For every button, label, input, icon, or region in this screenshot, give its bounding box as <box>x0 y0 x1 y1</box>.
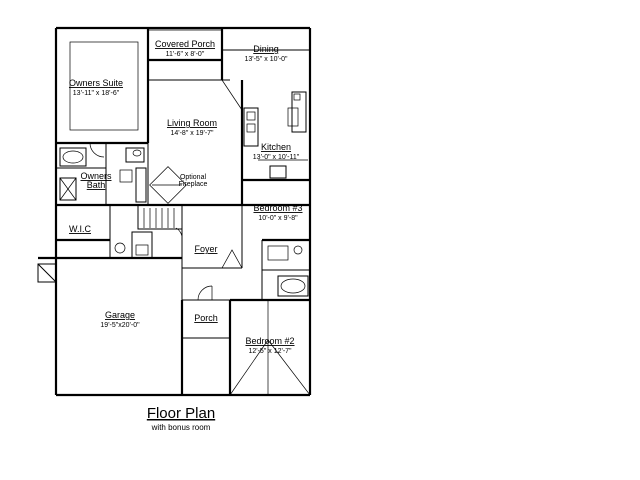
room-garage: Garage 19'-5"x20'-0" <box>100 310 140 329</box>
room-foyer: Foyer <box>194 244 217 254</box>
svg-text:14'-8" x 19'-7": 14'-8" x 19'-7" <box>170 130 214 137</box>
room-dining: Dining 13'-5" x 10'-0" <box>244 44 288 63</box>
room-kitchen: Kitchen 13'-0" x 10'-11" <box>253 142 300 161</box>
room-porch: Porch <box>194 313 218 323</box>
svg-text:13'-5" x 10'-0": 13'-5" x 10'-0" <box>244 56 288 63</box>
svg-text:Owners: Owners <box>80 171 112 181</box>
room-wic: W.I.C <box>69 224 91 234</box>
svg-text:Covered Porch: Covered Porch <box>155 39 215 49</box>
svg-text:Dining: Dining <box>253 44 279 54</box>
svg-text:19'-5"x20'-0": 19'-5"x20'-0" <box>100 322 140 329</box>
optional-fireplace-label: Optional Fireplace <box>179 174 208 188</box>
svg-text:Bedroom #2: Bedroom #2 <box>245 336 294 346</box>
svg-text:Owners Suite: Owners Suite <box>69 78 123 88</box>
svg-text:Bath: Bath <box>87 180 106 190</box>
svg-text:Optional: Optional <box>180 174 207 181</box>
interior-walls <box>56 28 310 395</box>
room-living-room: Living Room 14'-8" x 19'-7" <box>167 118 217 137</box>
room-covered-porch: Covered Porch 11'-6" x 8'-0" <box>155 39 215 58</box>
svg-text:W.I.C: W.I.C <box>69 224 91 234</box>
svg-text:Kitchen: Kitchen <box>261 142 291 152</box>
svg-text:Bedroom #3: Bedroom #3 <box>253 203 302 213</box>
room-owners-bath: Owners Bath <box>80 171 112 190</box>
svg-text:Fireplace: Fireplace <box>179 181 208 188</box>
svg-text:12'-5" x 12'-7": 12'-5" x 12'-7" <box>248 348 292 355</box>
svg-text:13'-0" x 10'-11": 13'-0" x 10'-11" <box>253 154 300 161</box>
plan-title: Floor Plan <box>147 405 215 422</box>
svg-text:13'-11" x 18'-6": 13'-11" x 18'-6" <box>73 90 120 97</box>
room-owners-suite: Owners Suite 13'-11" x 18'-6" <box>69 78 123 97</box>
plan-subtitle: with bonus room <box>151 423 211 432</box>
svg-text:11'-6" x 8'-0": 11'-6" x 8'-0" <box>166 51 205 58</box>
svg-text:Garage: Garage <box>105 310 135 320</box>
room-bedroom-2: Bedroom #2 12'-5" x 12'-7" <box>245 336 294 355</box>
svg-text:10'-0" x 9'-8": 10'-0" x 9'-8" <box>258 215 298 222</box>
svg-text:Living Room: Living Room <box>167 118 217 128</box>
room-bedroom-3: Bedroom #3 10'-0" x 9'-8" <box>253 203 302 222</box>
svg-text:Porch: Porch <box>194 313 218 323</box>
svg-text:Foyer: Foyer <box>194 244 217 254</box>
plan-details <box>59 29 311 396</box>
